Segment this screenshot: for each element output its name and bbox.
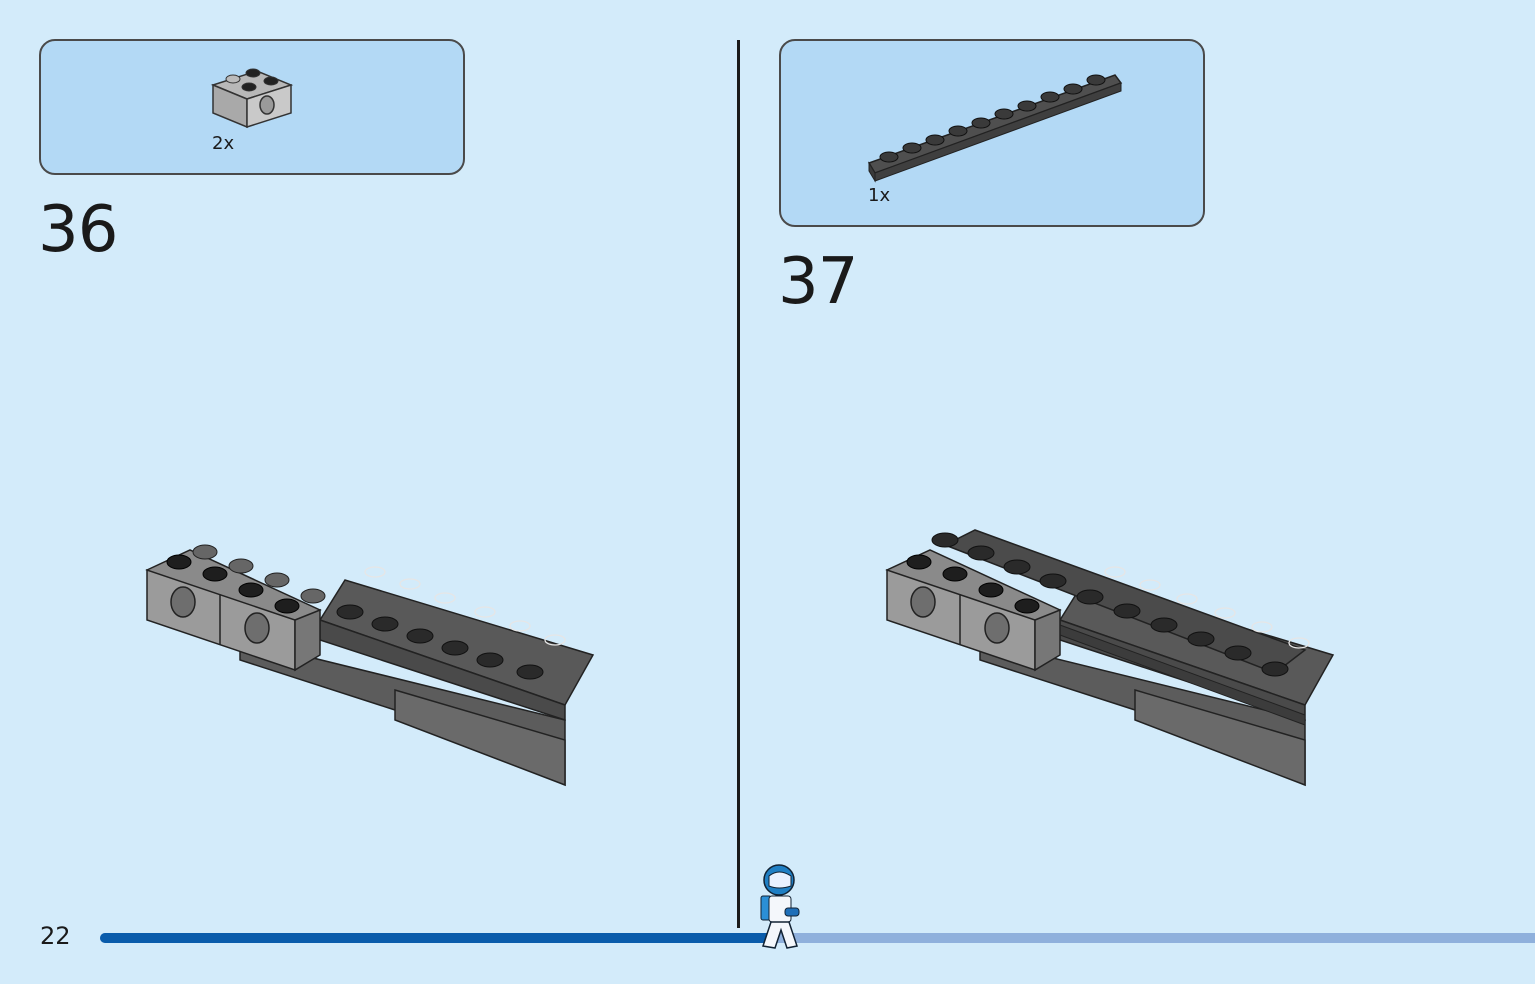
column-divider xyxy=(737,40,740,928)
progress-fill xyxy=(100,933,774,943)
step-number: 37 xyxy=(778,245,858,319)
parts-callout-step-36: 2x xyxy=(39,39,465,175)
astronaut-minifigure-icon xyxy=(760,864,800,949)
parts-callout-step-37: 1x xyxy=(779,39,1205,227)
step-number: 36 xyxy=(38,193,118,267)
build-model-step-36 xyxy=(145,544,595,787)
light-gray-technic-brick-icon xyxy=(210,68,294,129)
part-quantity: 2x xyxy=(212,133,235,154)
page-number: 22 xyxy=(40,922,71,950)
progress-track xyxy=(100,933,1535,943)
dark-gray-long-plate-icon xyxy=(867,74,1123,183)
build-model-step-37 xyxy=(885,529,1335,787)
part-quantity: 1x xyxy=(868,185,891,206)
